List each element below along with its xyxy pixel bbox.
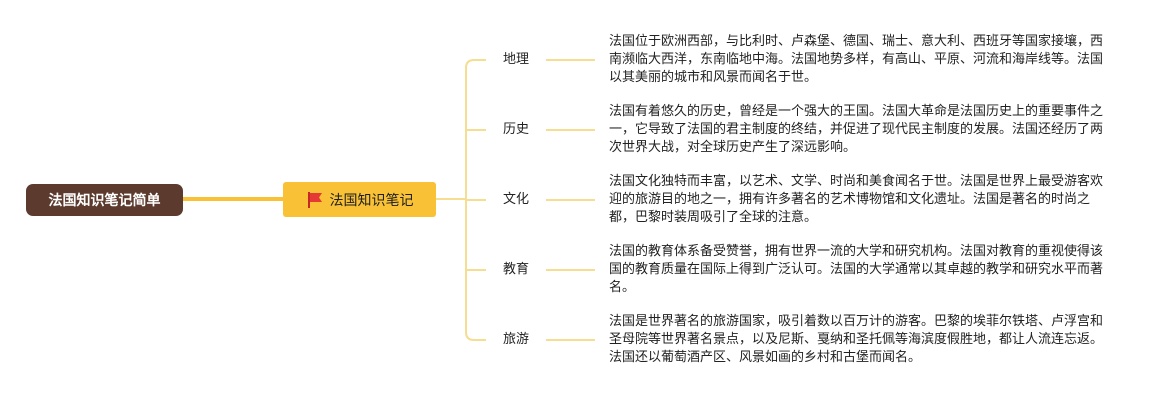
root-label: 法国知识笔记简单	[48, 193, 161, 209]
branch-label-history[interactable]: 历史	[486, 122, 546, 138]
branch-label-tourism[interactable]: 旅游	[486, 332, 546, 348]
leaf-text-geography: 法国位于欧洲西部，与比利时、卢森堡、德国、瑞士、意大利、西班牙等国家接壤，西南濒…	[609, 34, 1104, 85]
main-label: 法国知识笔记	[329, 192, 414, 209]
leaf-text-tourism: 法国是世界著名的旅游国家，吸引着数以百万计的游客。巴黎的埃菲尔铁塔、卢浮宫和圣母…	[609, 314, 1104, 365]
branch-label-education[interactable]: 教育	[486, 262, 546, 278]
root-node[interactable]: 法国知识笔记简单	[26, 184, 183, 216]
leaf-text-education: 法国的教育体系备受赞誉，拥有世界一流的大学和研究机构。法国对教育的重视使得该国的…	[609, 244, 1104, 295]
main-node[interactable]: 法国知识笔记	[283, 182, 436, 217]
leaf-text-history: 法国有着悠久的历史，曾经是一个强大的王国。法国大革命是法国历史上的重要事件之一，…	[609, 104, 1104, 155]
branch-label-geography[interactable]: 地理	[486, 52, 546, 68]
leaf-text-culture: 法国文化独特而丰富，以艺术、文学、时尚和美食闻名于世。法国是世界上最受游客欢迎的…	[609, 174, 1104, 225]
flag-icon	[307, 191, 322, 208]
branch-label-culture[interactable]: 文化	[486, 192, 546, 208]
